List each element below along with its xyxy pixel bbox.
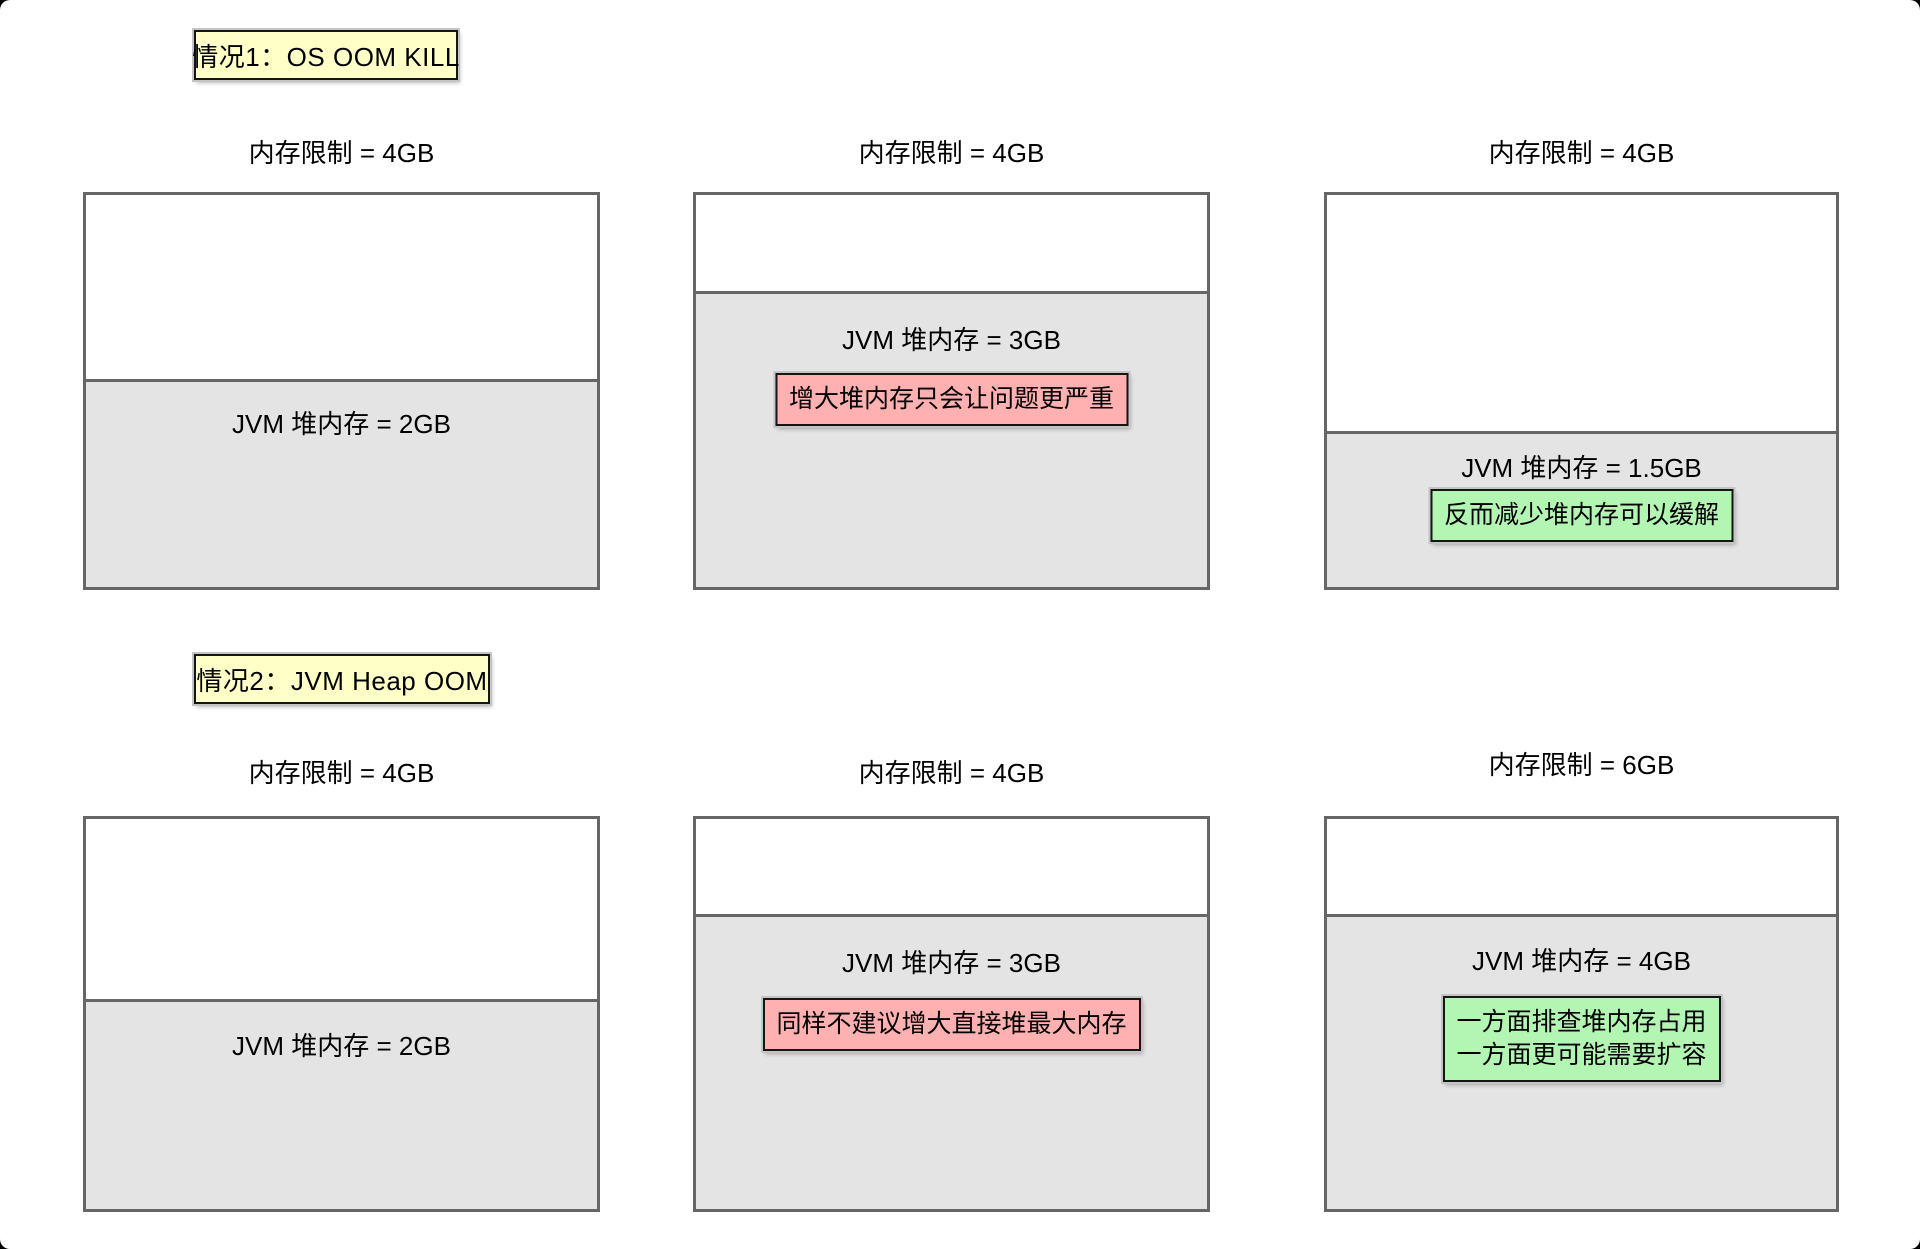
heap-memory-region-2: JVM 堆内存 = 3GB 增大堆内存只会让问题更严重	[696, 297, 1207, 587]
note-badge-positive-1: 反而减少堆内存可以缓解	[1429, 489, 1734, 542]
note-line-2: 一方面更可能需要扩容	[1456, 1041, 1707, 1069]
heap-memory-region-3: JVM 堆内存 = 1.5GB 反而减少堆内存可以缓解	[1327, 437, 1836, 587]
memory-box-1: JVM 堆内存 = 2GB	[83, 192, 600, 590]
free-memory-region-2	[696, 195, 1207, 294]
case1-label: 情况1：OS OOM KILL	[192, 30, 459, 80]
memory-limit-title-4: 内存限制 = 4GB	[248, 758, 435, 788]
memory-limit-title-3: 内存限制 = 4GB	[1488, 138, 1675, 168]
heap-memory-region-1: JVM 堆内存 = 2GB	[86, 385, 597, 587]
heap-memory-region-6: JVM 堆内存 = 4GB 一方面排查堆内存占用 一方面更可能需要扩容	[1327, 920, 1836, 1209]
free-memory-region-4	[86, 819, 597, 1002]
note-badge-negative-2: 同样不建议增大直接堆最大内存	[762, 998, 1141, 1051]
heap-memory-region-4: JVM 堆内存 = 2GB	[86, 1005, 597, 1209]
memory-limit-title-1: 内存限制 = 4GB	[248, 138, 435, 168]
heap-memory-region-5: JVM 堆内存 = 3GB 同样不建议增大直接堆最大内存	[696, 920, 1207, 1209]
memory-limit-title-5: 内存限制 = 4GB	[858, 758, 1045, 788]
case2-label: 情况2：JVM Heap OOM	[194, 654, 490, 704]
free-memory-region-5	[696, 819, 1207, 917]
memory-box-2: JVM 堆内存 = 3GB 增大堆内存只会让问题更严重	[693, 192, 1210, 590]
memory-box-5: JVM 堆内存 = 3GB 同样不建议增大直接堆最大内存	[693, 816, 1210, 1212]
memory-limit-title-6: 内存限制 = 6GB	[1488, 750, 1675, 780]
memory-box-4: JVM 堆内存 = 2GB	[83, 816, 600, 1212]
note-badge-negative-1: 增大堆内存只会让问题更严重	[774, 373, 1129, 426]
memory-box-3: JVM 堆内存 = 1.5GB 反而减少堆内存可以缓解	[1324, 192, 1839, 590]
heap-label-4: JVM 堆内存 = 2GB	[232, 1031, 451, 1061]
memory-box-6: JVM 堆内存 = 4GB 一方面排查堆内存占用 一方面更可能需要扩容	[1324, 816, 1839, 1212]
note-line-1: 一方面排查堆内存占用	[1456, 1008, 1707, 1036]
free-memory-region-1	[86, 195, 597, 382]
heap-label-1: JVM 堆内存 = 2GB	[232, 409, 451, 439]
heap-label-2: JVM 堆内存 = 3GB	[842, 325, 1061, 355]
memory-limit-title-2: 内存限制 = 4GB	[858, 138, 1045, 168]
free-memory-region-3	[1327, 195, 1836, 434]
note-badge-positive-2: 一方面排查堆内存占用 一方面更可能需要扩容	[1442, 996, 1721, 1082]
heap-label-5: JVM 堆内存 = 3GB	[842, 948, 1061, 978]
free-memory-region-6	[1327, 819, 1836, 917]
heap-label-3: JVM 堆内存 = 1.5GB	[1461, 453, 1702, 483]
heap-label-6: JVM 堆内存 = 4GB	[1472, 946, 1691, 976]
